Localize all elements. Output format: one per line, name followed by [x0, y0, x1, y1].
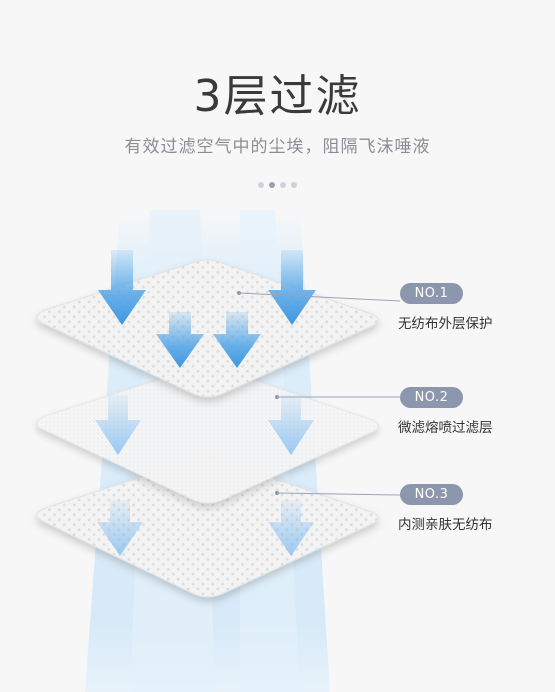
layer-3-sheet	[36, 457, 379, 598]
layer-2-label: 微滤熔喷过滤层	[398, 420, 493, 436]
carousel-dot-3[interactable]	[280, 182, 286, 188]
layer-3-badge: NO.3	[400, 484, 463, 505]
leader-line-3	[276, 492, 401, 496]
leader-line-1	[238, 292, 401, 302]
layer-1-sheet	[36, 259, 379, 398]
down-arrow-icon	[97, 500, 143, 556]
carousel-dots	[0, 182, 555, 188]
carousel-dot-2[interactable]	[269, 182, 275, 188]
carousel-dot-4[interactable]	[291, 182, 297, 188]
down-arrow-icon	[268, 395, 314, 455]
down-arrow-icon	[98, 250, 146, 325]
airflow-arrows	[95, 250, 316, 556]
page-title: 3层过滤	[193, 71, 362, 122]
down-arrow-icon	[268, 500, 314, 556]
down-arrow-icon	[95, 395, 141, 455]
leader-lines	[237, 291, 401, 496]
carousel-dot-1[interactable]	[258, 182, 264, 188]
down-arrow-icon	[268, 250, 316, 325]
layer-2-badge: NO.2	[400, 387, 463, 408]
down-arrow-icon	[156, 312, 204, 368]
layer-3-label: 内测亲肤无纺布	[398, 517, 493, 533]
down-arrow-icon	[213, 312, 261, 368]
page-subtitle: 有效过滤空气中的尘埃，阻隔飞沫唾液	[124, 137, 431, 157]
layer-1-badge: NO.1	[400, 283, 463, 304]
layer-1-label: 无纺布外层保护	[398, 316, 493, 332]
